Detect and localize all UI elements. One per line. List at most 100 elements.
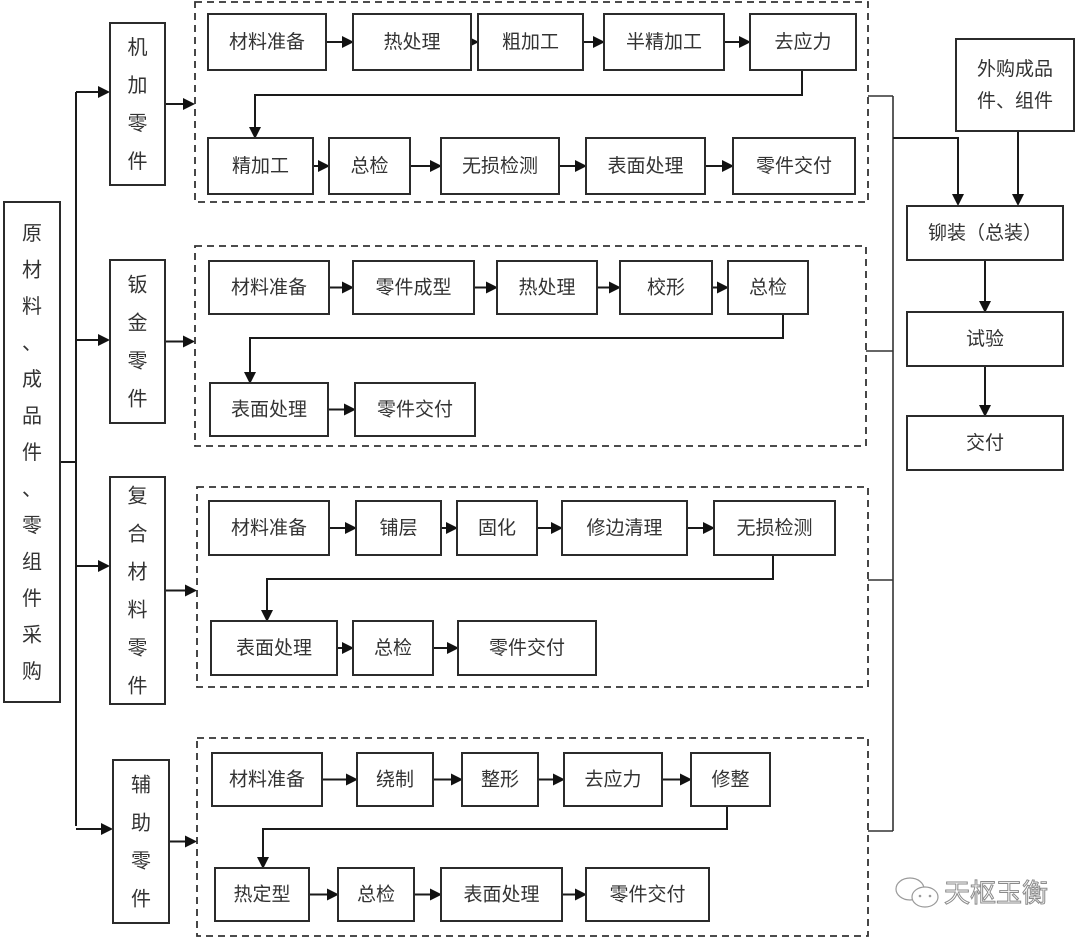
step-machined-r1-4: 去应力 [749,13,857,71]
step-sheet-metal-r1-2-label: 热处理 [518,277,575,299]
step-composite-r1-4-frame [713,500,836,556]
step-machined-r2-2: 无损检测 [440,137,560,195]
category-box-machined-frame [109,22,166,186]
step-composite-r1-4: 无损检测 [713,500,836,556]
category-box-machined-label: 机加零件 [128,35,148,173]
step-auxiliary-r2-2-frame [440,867,563,922]
step-auxiliary-r2-0: 热定型 [214,867,310,922]
step-auxiliary-r1-2: 整形 [461,752,539,807]
step-machined-r2-1-label: 总检 [350,155,388,177]
step-composite-r2-2: 零件交付 [457,620,597,676]
source-procurement-box: 原材料、成品件、零组件采购 [3,201,61,703]
step-sheet-metal-r1-4-frame [727,260,809,315]
step-composite-r1-0-frame [208,500,330,556]
step-composite-r2-2-label: 零件交付 [489,637,565,659]
process-group-machined [194,1,869,203]
category-box-auxiliary-label: 辅助零件 [131,773,151,911]
step-sheet-metal-r1-2: 热处理 [496,260,598,315]
category-box-machined: 机加零件 [109,22,166,186]
step-machined-r1-1-frame [352,13,472,71]
step-composite-r2-0-label: 表面处理 [236,637,312,659]
step-composite-r1-3-frame [561,500,688,556]
step-auxiliary-r2-0-frame [214,867,310,922]
step-auxiliary-r1-0-frame [211,752,323,807]
step-machined-r1-3: 半精加工 [603,13,725,71]
assembly-box-frame [906,205,1064,261]
source-procurement-box-label: 原材料、成品件、零组件采购 [22,221,42,683]
step-machined-r1-1: 热处理 [352,13,472,71]
step-composite-r2-1-label: 总检 [374,637,412,659]
assembly-box: 铆装（总装） [906,205,1064,261]
wechat-icon [895,877,939,908]
test-box: 试验 [906,311,1064,367]
row-wrap-arrow-auxiliary [257,806,728,869]
assembly-box-label: 铆装（总装） [928,222,1042,244]
step-composite-r2-0-frame [210,620,338,676]
step-composite-r2-1-frame [352,620,434,676]
step-auxiliary-r1-1-frame [356,752,434,807]
step-auxiliary-r2-2: 表面处理 [440,867,563,922]
step-sheet-metal-r1-4: 总检 [727,260,809,315]
step-auxiliary-r1-3-label: 去应力 [584,769,641,791]
watermark-text: 天枢玉衡 [944,879,1048,909]
step-sheet-metal-r1-1: 零件成型 [352,260,475,315]
step-sheet-metal-r1-1-frame [352,260,475,315]
step-machined-r1-1-label: 热处理 [383,31,440,53]
step-sheet-metal-r2-1-frame [354,382,476,437]
step-machined-r1-3-frame [603,13,725,71]
row-wrap-arrow-machined [249,70,803,139]
step-auxiliary-r1-0: 材料准备 [211,752,323,807]
step-machined-r2-4: 零件交付 [732,137,856,195]
row-wrap-arrow-sheet-metal [244,314,784,384]
step-auxiliary-r1-4-frame [690,752,771,807]
step-composite-r1-1: 铺层 [355,500,442,556]
step-machined-r1-2-label: 粗加工 [502,31,559,53]
delivery-box-frame [906,415,1064,471]
step-machined-r2-1-frame [328,137,411,195]
step-auxiliary-r2-2-label: 表面处理 [463,884,539,906]
step-composite-r1-3-label: 修边清理 [586,517,662,539]
category-box-auxiliary-frame [112,759,170,924]
step-sheet-metal-r1-2-frame [496,260,598,315]
test-box-label: 试验 [966,328,1004,350]
category-box-composite-frame [109,476,166,705]
step-composite-r2-0: 表面处理 [210,620,338,676]
step-machined-r1-2-frame [477,13,584,71]
step-machined-r1-0: 材料准备 [207,13,327,71]
step-sheet-metal-r1-3: 校形 [619,260,713,315]
category-box-auxiliary: 辅助零件 [112,759,170,924]
step-machined-r2-3-label: 表面处理 [607,155,683,177]
step-sheet-metal-r1-0-label: 材料准备 [231,277,307,299]
step-machined-r2-2-label: 无损检测 [462,155,538,177]
step-auxiliary-r1-4: 修整 [690,752,771,807]
step-auxiliary-r2-3-frame [585,867,710,922]
step-machined-r1-2: 粗加工 [477,13,584,71]
step-machined-r2-0-frame [207,137,314,195]
step-composite-r1-2-frame [456,500,538,556]
step-auxiliary-r1-2-label: 整形 [481,769,519,791]
step-auxiliary-r1-0-label: 材料准备 [229,769,305,791]
step-sheet-metal-r2-1: 零件交付 [354,382,476,437]
step-auxiliary-r2-3-label: 零件交付 [609,884,685,906]
step-sheet-metal-r1-3-label: 校形 [647,277,685,299]
step-sheet-metal-r1-3-frame [619,260,713,315]
process-group-composite [196,486,869,688]
step-machined-r2-0: 精加工 [207,137,314,195]
step-machined-r2-0-label: 精加工 [232,155,289,177]
test-box-frame [906,311,1064,367]
step-auxiliary-r2-1: 总检 [337,867,415,922]
step-machined-r2-3-frame [585,137,706,195]
step-sheet-metal-r2-0-label: 表面处理 [231,399,307,421]
step-composite-r1-1-label: 铺层 [379,517,417,539]
step-machined-r2-2-frame [440,137,560,195]
step-auxiliary-r1-3: 去应力 [563,752,663,807]
step-auxiliary-r2-3: 零件交付 [585,867,710,922]
step-machined-r1-4-label: 去应力 [774,31,831,53]
step-auxiliary-r1-2-frame [461,752,539,807]
step-sheet-metal-r1-1-label: 零件成型 [375,277,451,299]
step-composite-r1-4-label: 无损检测 [736,517,812,539]
step-composite-r1-0: 材料准备 [208,500,330,556]
category-box-sheet-metal: 钣金零件 [109,259,166,424]
collector-to-assembly-arrow [893,137,964,206]
